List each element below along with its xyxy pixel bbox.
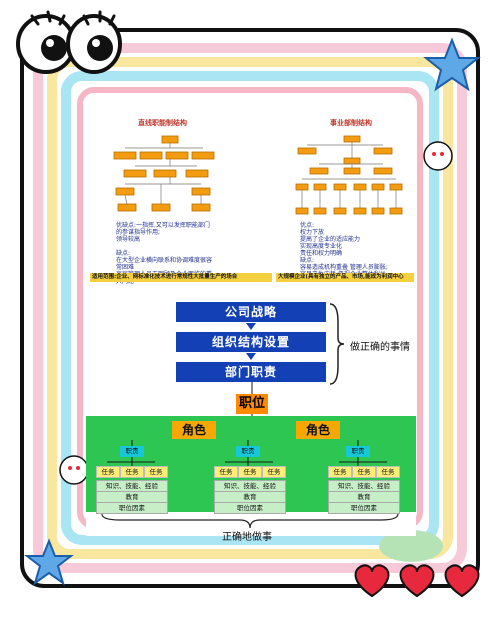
task-box: 任务: [96, 466, 120, 478]
brace-label: 做正确的事情: [350, 342, 410, 353]
position-factors-box: 职位因素: [96, 502, 168, 514]
duty-box: 职责: [236, 446, 260, 457]
leaf-decoration-icon: [379, 530, 443, 562]
brace-icon: [329, 303, 345, 385]
task-box: 任务: [144, 466, 168, 478]
cloud-icon: [423, 141, 453, 171]
dept-duty-box: 部门职责: [176, 362, 326, 382]
left-chart-scope: 适用范围:企业、网标准化技术进行常规性大批量生产的场合: [90, 273, 272, 282]
org-structure-box: 组织结构设置: [176, 332, 326, 352]
role-box: 角色: [296, 421, 340, 439]
task-box: 任务: [238, 466, 262, 478]
position-factors-box: 职位因素: [214, 502, 286, 514]
position-box: 职位: [236, 394, 268, 414]
position-factors-box: 职位因素: [328, 502, 400, 514]
right-chart-notes: 优点: 权力下放 提高了企业的适应能力 实现高度专业化 责任和权力明确 缺点: …: [300, 222, 388, 278]
right-chart-title: 事业部制结构: [330, 119, 372, 127]
bottom-brace-icon: [101, 513, 399, 529]
duty-box: 职责: [346, 446, 370, 457]
duty-box: 职责: [120, 446, 144, 457]
star-icon: [423, 37, 481, 92]
left-chart-title: 直线职能制结构: [138, 119, 187, 127]
right-chart-scope: 大规模企业(具有独立的产品、市场,能成为利润中心: [276, 273, 414, 282]
star-icon: [24, 538, 74, 586]
hearts-icon: [354, 564, 480, 598]
down-arrow-icon: [246, 323, 256, 330]
role-connectors: [107, 440, 387, 466]
task-box: 任务: [352, 466, 376, 478]
right-org-chart: [295, 135, 403, 215]
bottom-label: 正确地做事: [222, 532, 272, 543]
cartoon-eyes-icon: [16, 10, 122, 74]
task-box: 任务: [328, 466, 352, 478]
left-org-chart: [113, 135, 215, 212]
task-box: 任务: [214, 466, 238, 478]
company-strategy-box: 公司战略: [176, 302, 326, 322]
down-arrow-icon: [246, 353, 256, 360]
task-box: 任务: [120, 466, 144, 478]
role-box: 角色: [172, 421, 216, 439]
task-box: 任务: [376, 466, 400, 478]
task-box: 任务: [262, 466, 286, 478]
